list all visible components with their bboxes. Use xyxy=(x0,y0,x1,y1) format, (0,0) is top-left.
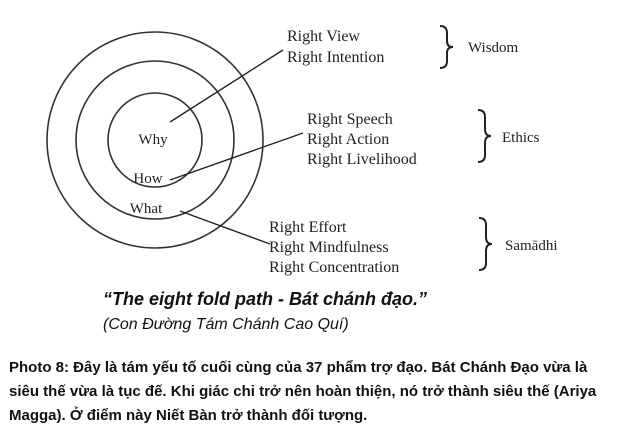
middle-circle xyxy=(75,60,235,220)
group-label-samadhi: Samādhi xyxy=(505,238,558,254)
photo-caption: Photo 8: Đây là tám yếu tố cuối cùng của… xyxy=(9,359,597,424)
connector-ethics xyxy=(169,132,304,181)
item-right-effort: Right Effort xyxy=(269,219,347,236)
connector-samadhi xyxy=(179,210,271,245)
caption-subtitle: (Con Đường Tám Chánh Cao Quí) xyxy=(103,316,349,333)
caption-title: “The eight fold path - Bát chánh đạo.” xyxy=(103,289,427,309)
outer-circle xyxy=(46,31,264,249)
inner-circle xyxy=(107,92,203,188)
concentric-circles xyxy=(46,31,264,249)
item-right-action: Right Action xyxy=(307,131,389,148)
group-ethics: Right Speech Right Action Right Liveliho… xyxy=(307,109,540,168)
brace-ethics xyxy=(477,109,492,163)
ring-label-how: How xyxy=(133,171,162,187)
item-right-livelihood: Right Livelihood xyxy=(307,151,417,168)
group-wisdom: Right View Right Intention Wisdom xyxy=(287,25,519,69)
ring-label-why: Why xyxy=(138,132,168,148)
group-label-wisdom: Wisdom xyxy=(468,40,519,56)
connector-lines xyxy=(169,49,304,245)
item-right-view: Right View xyxy=(287,28,360,45)
group-label-ethics: Ethics xyxy=(502,130,540,146)
brace-samadhi xyxy=(478,217,493,271)
connector-wisdom xyxy=(169,49,284,123)
item-right-mindfulness: Right Mindfulness xyxy=(269,239,389,256)
item-right-concentration: Right Concentration xyxy=(269,259,399,276)
item-right-speech: Right Speech xyxy=(307,111,393,128)
brace-wisdom xyxy=(439,25,454,69)
ring-label-what: What xyxy=(130,201,163,217)
item-right-intention: Right Intention xyxy=(287,49,384,66)
eightfold-path-diagram: Why How What Right View Right Intention … xyxy=(46,25,558,276)
group-samadhi: Right Effort Right Mindfulness Right Con… xyxy=(269,217,558,276)
